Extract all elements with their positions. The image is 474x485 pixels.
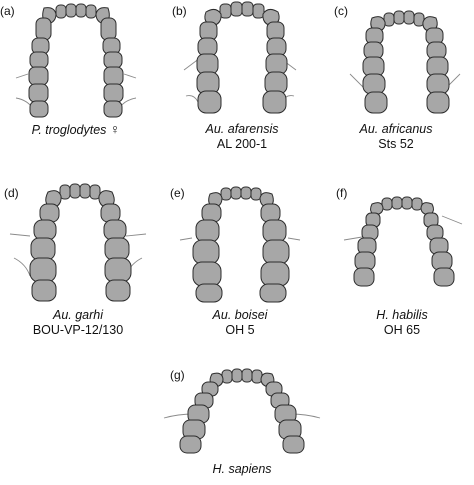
species-name-c: Au. africanus bbox=[359, 122, 433, 136]
dental-arcade-e bbox=[179, 186, 301, 303]
species-name-d: Au. garhi bbox=[52, 308, 104, 322]
specimen-id-b: AL 200-1 bbox=[216, 137, 268, 151]
panel-c: (c) bbox=[320, 0, 474, 160]
panel-label-b: (b) bbox=[172, 4, 187, 18]
specimen-id-d: BOU-VP-12/130 bbox=[32, 323, 124, 337]
caption-b: Au. afarensis AL 200-1 bbox=[206, 122, 279, 152]
teeth-f bbox=[353, 196, 455, 287]
caption-a: P. troglodytes ♀ bbox=[32, 122, 121, 138]
caption-d: Au. garhi BOU-VP-12/130 bbox=[33, 308, 123, 338]
caption-g: H. sapiens bbox=[212, 462, 271, 477]
specimen-id-e: OH 5 bbox=[225, 323, 255, 337]
panel-label-c: (c) bbox=[334, 4, 348, 18]
caption-e: Au. boisei OH 5 bbox=[213, 308, 268, 338]
specimen-id-c: Sts 52 bbox=[378, 137, 414, 151]
panel-label-e: (e) bbox=[170, 186, 185, 200]
dental-arcade-a bbox=[15, 3, 137, 118]
species-name-e: Au. boisei bbox=[212, 308, 268, 322]
teeth-g bbox=[179, 368, 305, 454]
panel-b: (b) bbox=[162, 0, 312, 160]
species-name-f: H. habilis bbox=[376, 308, 428, 322]
dental-arcade-f bbox=[343, 196, 463, 287]
species-name-b: Au. afarensis bbox=[205, 122, 279, 136]
dental-arcade-b bbox=[183, 1, 297, 114]
panel-label-g: (g) bbox=[170, 368, 185, 382]
mandible-lines-f bbox=[343, 215, 463, 241]
teeth-c bbox=[362, 10, 450, 114]
caption-c: Au. africanus Sts 52 bbox=[360, 122, 433, 152]
teeth-e bbox=[192, 186, 290, 303]
mandible-lines-e bbox=[179, 237, 301, 241]
panel-e: (e) bbox=[160, 180, 320, 340]
caption-f: H. habilis OH 65 bbox=[376, 308, 427, 338]
panel-d: (d) bbox=[0, 180, 160, 340]
dental-arcade-g bbox=[163, 368, 321, 454]
panel-label-d: (d) bbox=[4, 186, 19, 200]
panel-g: (g) bbox=[162, 362, 322, 485]
mandible-lines-g bbox=[163, 413, 321, 419]
panel-f: (f) bbox=[324, 180, 474, 340]
panel-a: (a) bbox=[0, 0, 150, 160]
teeth-d bbox=[29, 183, 132, 302]
dental-arcade-d bbox=[9, 183, 147, 302]
specimen-id-f: OH 65 bbox=[383, 323, 421, 337]
dental-arcade-c bbox=[349, 10, 461, 114]
panel-label-a: (a) bbox=[0, 4, 15, 18]
panel-label-f: (f) bbox=[336, 186, 348, 200]
teeth-a bbox=[28, 3, 124, 118]
teeth-b bbox=[196, 1, 288, 114]
species-name-g: H. sapiens bbox=[212, 462, 272, 476]
female-symbol: ♀ bbox=[109, 121, 121, 137]
species-name-a: P. troglodytes ♀ bbox=[31, 121, 121, 138]
